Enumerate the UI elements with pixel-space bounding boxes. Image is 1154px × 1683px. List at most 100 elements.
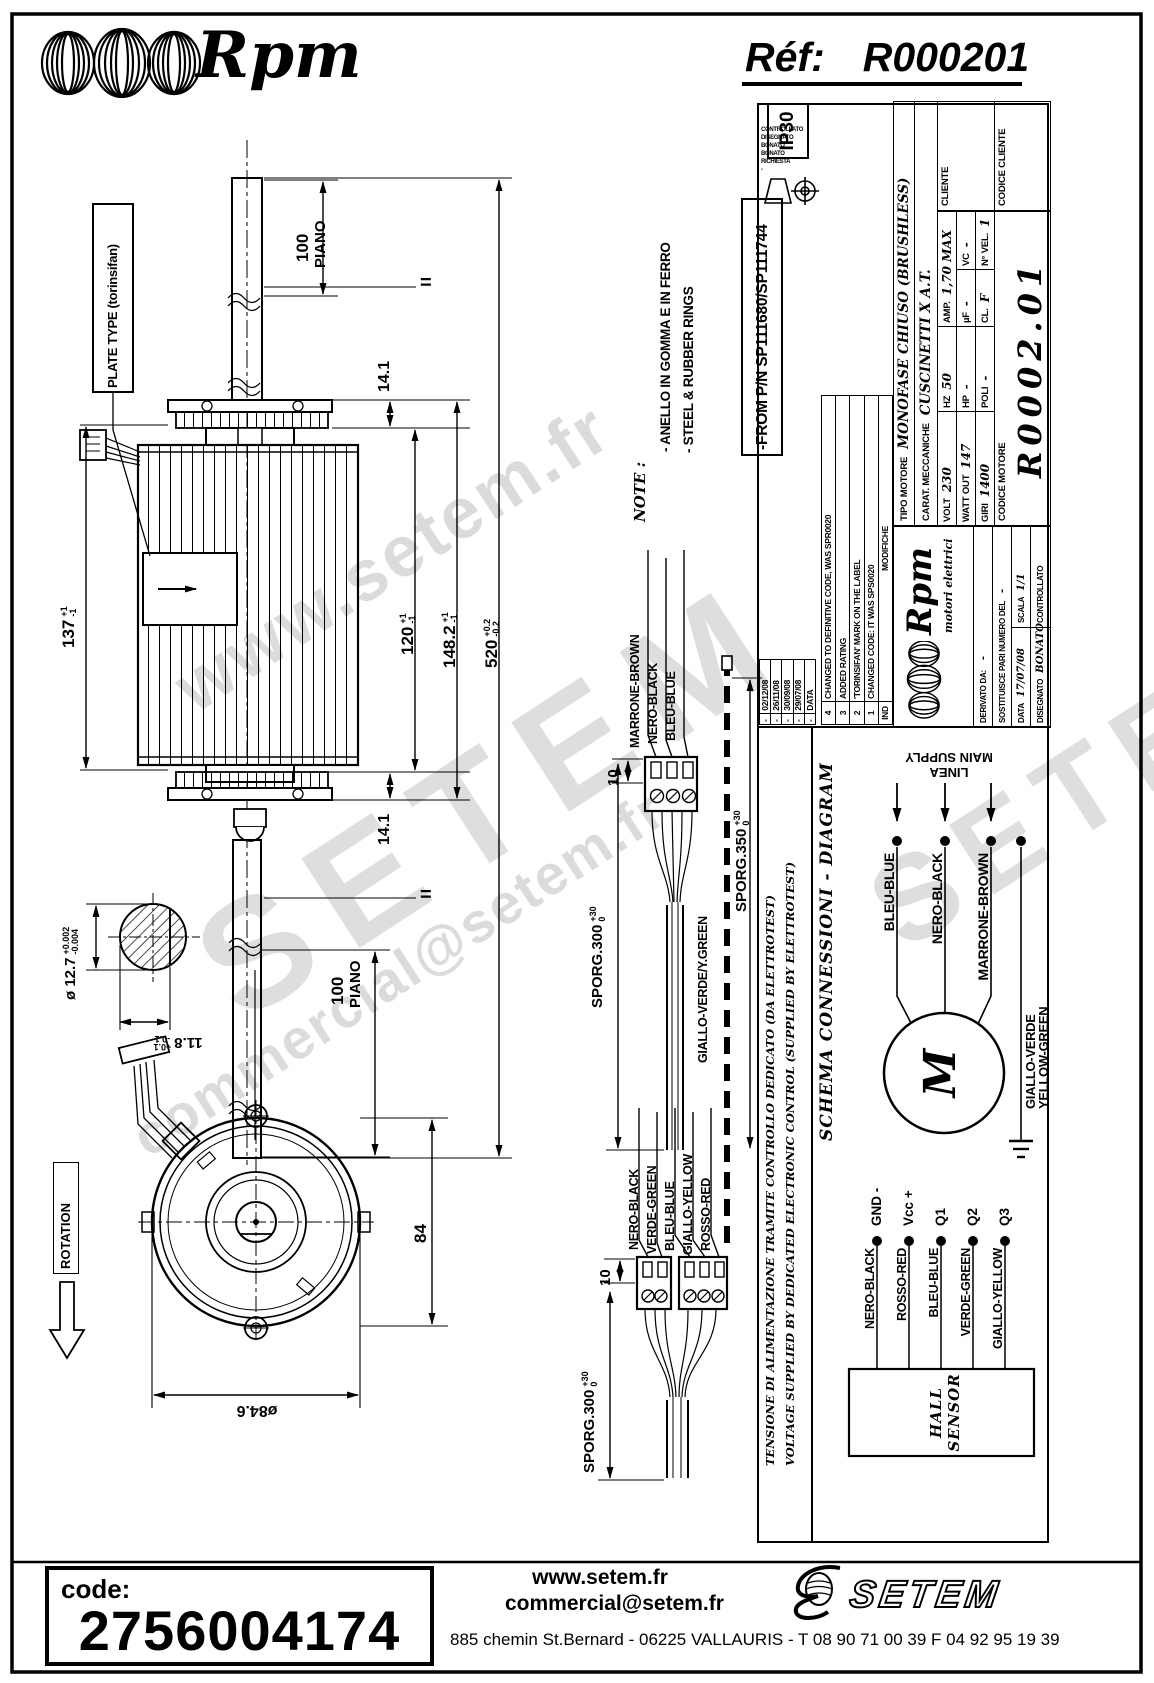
setem-logo-icon [793,1565,841,1620]
codice-motore-value: R0002.01 [1011,258,1049,479]
poli-label: POLI [979,386,991,408]
hall-wire-4: VERDE-GREEN [959,1248,973,1337]
schema-earth-line2: YELLOW-GREEN [1036,1006,1051,1109]
uf-value: - [959,301,973,307]
projection-symbol [763,177,819,205]
sostituisce-label: SOSTITUISCE PARI NUMERO DEL [997,601,1007,723]
rotation-box: ROTATION [53,1162,79,1274]
dim-100-top: 100 [293,233,312,262]
watt-cell: WATT OUT 147 [956,411,976,526]
nvel-cell: N° VEL. 1 [975,211,995,270]
side-view [79,140,360,1165]
equals-bot: = [420,884,432,906]
motor-m-label: M [915,1048,966,1098]
setem-logo-text: SETEM [846,1573,1005,1617]
sostituisce-value: - [996,588,1008,594]
codice-motore-cell: CODICE MOTORE R0002.01 [994,211,1051,526]
rev-dash: - [781,713,794,725]
dim-137: 137 +1-1 [59,606,78,648]
data-label: DATA [1016,703,1026,723]
hp-cell: HP - [956,326,976,412]
dim-84-6: ø84.6 [236,1402,278,1419]
tipo-motore-row: TIPO MOTORE MONOFASE CHIUSO (BRUSHLESS) [893,101,915,526]
sostituisce-row: SOSTITUISCE PARI NUMERO DEL - [992,526,1012,728]
hp-value: - [959,384,973,390]
upper-wire-brown-label: MARRONE-BROWN [628,634,642,748]
codice-cliente-cell: CODICE CLIENTE [994,101,1051,211]
rev-ind: 3 [835,701,850,725]
side-view-dimensions [80,177,512,1159]
footer-address: 885 chemin St.Bernard - 06225 VALLAURIS … [450,1630,1060,1649]
watt-value: 147 [959,443,973,469]
rev-date: 02/12/08 [759,659,771,714]
upper-wire-black-label: NERO-BLACK [646,662,660,744]
note-title: NOTE : [631,461,649,522]
rev-dash: - [793,713,805,725]
front-view [48,1035,374,1360]
upper-cable [606,550,762,1252]
amp-value: 1,70 MAX [940,229,954,296]
dim-14-1-top: 14.1 [376,360,393,392]
rpm-coil-logo [40,27,202,99]
brand-logo-text: Rpm [196,18,362,93]
rev-desc-header: MODIFICHE [878,395,893,702]
schema-wire-brown: MARRONE-BROWN [975,853,991,981]
rev-desc: 'TORINSIFAN' MARK ON THE LABEL [849,395,865,702]
derivato-row: DERIVATO DA: - [973,526,993,728]
dim-piano-top: PIANO [312,220,329,268]
from-pn-box: -FROM P/N SP111680/SP111744 [741,198,783,456]
sheet-frame [10,12,1143,1674]
rev-dash: - [759,713,771,725]
footer-email: commercial@setem.fr [505,1592,724,1615]
dim-84: 84 [411,1224,430,1243]
rev-dash: - [804,713,816,725]
amp-cell: AMP. 1,70 MAX [937,211,957,327]
codice-cliente-label: CODICE CLIENTE [997,128,1008,206]
upper-wire-blue-label: BLEU-BLUE [664,671,678,741]
note-line1: - ANELLO IN GOMMA E IN FERRO [658,242,673,452]
watt-label: WATT OUT [960,474,972,522]
rev-date-header: DATA [804,659,816,714]
ref-label: Réf: [745,34,825,80]
uf-cell: µF - [956,269,976,327]
rev-ind-header: IND [878,701,893,725]
schema-diagram [811,728,1036,1541]
amp-label: AMP. [941,301,953,323]
schema-wire-blue: BLEU-BLUE [881,853,897,932]
rev-ind: 4 [821,701,836,725]
hall-wire-5: GIALLO-YELLOW [991,1248,1005,1349]
dim-14-1-bot: 14.1 [376,813,393,845]
disegnato-cell: DISEGNATO BONATO [1030,623,1051,728]
plate-type-box: PLATE TYPE (torinsifan) [92,203,134,393]
rev-desc: CHANGED CODE: IT WAS SPS0020 [864,395,879,702]
lower-wire2-label: VERDE-GREEN [645,1165,659,1254]
derivato-label: DERIVATO DA: [978,670,988,723]
data-cell: DATA 17/07/08 [1011,627,1031,728]
rev-ind: 2 [849,701,865,725]
scala-cell: SCALA 1/1 [1011,526,1031,628]
ref-value: R000201 [862,34,1030,80]
codice-motore-label: CODICE MOTORE [997,442,1008,521]
lower-wire4-label: GIALLO-YELLOW [681,1154,695,1255]
dim-10-top: 10 [605,769,622,786]
dim-10-bot: 10 [597,1269,614,1286]
rev-date: 30/09/08 [781,659,794,714]
title-block: TENSIONE DI ALIMENTAZIONE TRAMITE CONTRO… [757,101,1051,1543]
giri-value: 1400 [978,463,992,498]
giri-cell: GIRI 1400 [975,411,995,526]
dim-520: 520 +0.2-0.2 [482,618,501,668]
cliente-label: CLIENTE [940,166,951,206]
hall-pin-2: Vcc + [901,1190,916,1226]
lower-wire5-label: ROSSO-RED [699,1177,713,1251]
lower-wire3-label: BLEU-BLUE [663,1181,677,1251]
dim-120: 120 +1-1 [398,613,417,655]
nvel-value: 1 [978,218,992,227]
rev-dash: - [770,713,782,725]
tipo-value: MONOFASE CHIUSO (BRUSHLESS) [896,177,912,449]
rev-desc: CHANGED TO DEFINITIVE CODE, WAS SPR0020 [821,395,836,702]
poli-value: - [978,375,992,381]
